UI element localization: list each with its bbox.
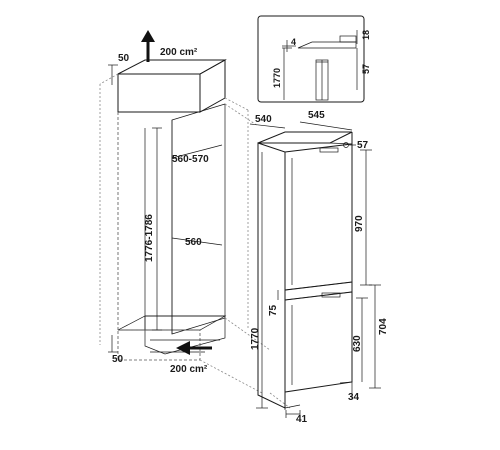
appliance-height-label: 1770 — [250, 327, 261, 350]
depth-dimensions — [249, 121, 353, 131]
detail-d2-label: 18 — [361, 30, 371, 40]
gap-label: 75 — [268, 304, 279, 316]
refrigerator-appliance — [257, 131, 353, 410]
niche-width-mid-label: 560 — [185, 237, 202, 248]
freezer-door-b-label: 630 — [352, 335, 363, 352]
bottom-gap-dimension — [108, 335, 118, 353]
fridge-door-label: 970 — [354, 215, 365, 232]
detail-height-label: 1770 — [272, 68, 282, 88]
niche-height-label: 1776-1786 — [144, 214, 155, 262]
niche-width-top-dimension — [171, 144, 223, 159]
top-vent-label: 200 cm² — [160, 47, 198, 58]
detail-d3-label: 57 — [361, 64, 371, 74]
top-offset-label: 57 — [357, 140, 369, 151]
top-gap-dimension — [108, 64, 118, 85]
niche-cabinet — [99, 59, 291, 409]
bottom-vent-label: 200 cm² — [170, 364, 208, 375]
appliance-height-dimension — [256, 152, 268, 409]
detail-d1-label: 4 — [291, 37, 296, 47]
freezer-door-a-label: 704 — [378, 318, 389, 335]
top-gap-label: 50 — [118, 53, 130, 64]
depth-b-label: 545 — [308, 110, 325, 121]
bottom-vent-arrow — [176, 341, 212, 355]
bottom-front-label: 41 — [296, 414, 308, 425]
niche-width-top-label: 560-570 — [172, 154, 209, 165]
freezer-door-dimensions — [356, 284, 381, 389]
top-vent-arrow — [141, 30, 155, 62]
bottom-front-dimension — [285, 410, 301, 418]
detail-inset — [257, 15, 365, 103]
niche-width-mid-dimension — [171, 237, 223, 246]
bottom-right-label: 34 — [348, 392, 360, 403]
niche-height-dimension — [152, 127, 162, 331]
bottom-gap-label: 50 — [112, 354, 124, 365]
top-offset-marker — [343, 142, 356, 148]
depth-a-label: 540 — [255, 114, 272, 125]
